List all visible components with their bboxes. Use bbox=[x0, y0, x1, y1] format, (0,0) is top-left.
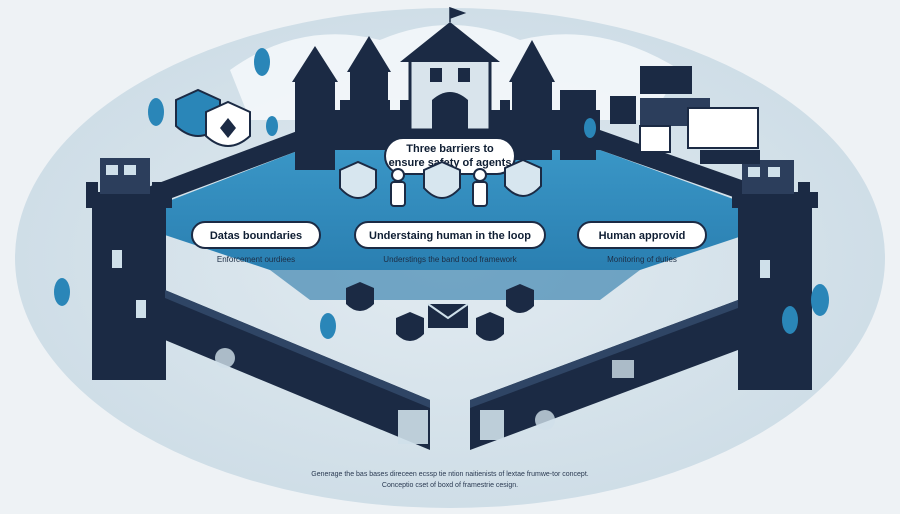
server-stack bbox=[610, 66, 760, 164]
monitor-icon bbox=[610, 96, 636, 124]
footer-line-2: Conceptio cset of boxd of framestrie ces… bbox=[382, 482, 518, 489]
section-label: Datas boundaries bbox=[210, 230, 302, 242]
top-left-shields bbox=[175, 88, 251, 147]
decorative-trees bbox=[54, 48, 829, 339]
central-gatehouse bbox=[400, 6, 500, 132]
shield-icon bbox=[396, 312, 424, 341]
shield-icon bbox=[346, 282, 374, 311]
wall-icon bbox=[215, 348, 235, 368]
section-label: Human approvid bbox=[599, 230, 686, 242]
footer-line-1: Generage the bas bases direceen ecssp ti… bbox=[311, 471, 588, 478]
shield-icon bbox=[504, 158, 542, 197]
title-line-1: Three barriers to bbox=[406, 143, 494, 155]
portrait-icon bbox=[612, 360, 634, 378]
section-datas-boundaries: Datas boundaries Enforcement ourdiees bbox=[191, 221, 321, 264]
band-shadow bbox=[270, 270, 640, 300]
section-caption: Understings the band tood framework bbox=[383, 255, 517, 264]
shield-icon bbox=[339, 160, 377, 199]
title-line-2: ensure safety of agents bbox=[389, 157, 512, 169]
left-tower bbox=[86, 158, 172, 380]
back-towers bbox=[292, 36, 596, 170]
title-banner: Three barriers to ensure safety of agent… bbox=[384, 137, 516, 175]
gear-icon bbox=[535, 410, 555, 430]
shield-icon bbox=[506, 284, 534, 313]
shield-icon bbox=[476, 312, 504, 341]
section-human-approval: Human approvid Monitoring of duties bbox=[577, 221, 707, 264]
right-tower bbox=[732, 160, 818, 390]
section-caption: Enforcement ourdiees bbox=[217, 255, 295, 264]
section-caption: Monitoring of duties bbox=[607, 255, 677, 264]
barrier-shields bbox=[339, 158, 542, 207]
person-icon bbox=[473, 168, 487, 182]
section-human-in-loop: Understaing human in the loop Understing… bbox=[354, 221, 546, 264]
section-label: Understaing human in the loop bbox=[369, 230, 531, 242]
front-wall bbox=[165, 290, 738, 450]
person-icon bbox=[391, 168, 405, 182]
courtyard-shields bbox=[346, 282, 534, 341]
shield-icon bbox=[423, 160, 461, 199]
